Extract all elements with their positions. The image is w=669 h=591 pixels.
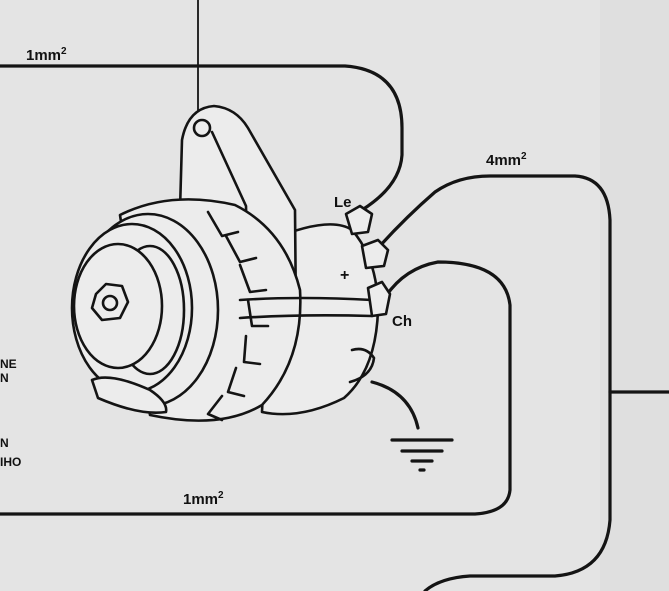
label-wire-top: 1mm2 <box>26 46 67 64</box>
label-terminal-le: Le <box>334 194 352 211</box>
mounting-hole <box>192 118 212 138</box>
cooling-fins <box>206 210 270 422</box>
wire-1mm-top <box>0 64 404 212</box>
left-text-1: NE <box>0 357 17 371</box>
terminal-le-icon <box>344 204 374 236</box>
mounting-foot <box>90 376 168 414</box>
label-terminal-plus: + <box>340 267 349 284</box>
label-wire-right: 4mm2 <box>486 151 527 169</box>
left-text-4: IHO <box>0 455 21 469</box>
label-wire-bottom: 1mm2 <box>183 490 224 508</box>
wire-1mm-bottom <box>0 260 512 516</box>
alternator-icon <box>70 104 392 422</box>
ground-symbol-icon <box>390 438 454 472</box>
label-terminal-ch: Ch <box>392 313 412 330</box>
wire-4mm <box>376 174 612 591</box>
left-text-3: N <box>0 436 9 450</box>
left-text-2: N <box>0 371 9 385</box>
pulley-nut-icon <box>90 282 130 322</box>
terminal-plus-icon <box>360 238 390 270</box>
wire-ground <box>370 380 420 430</box>
terminal-ch-icon <box>366 280 392 318</box>
